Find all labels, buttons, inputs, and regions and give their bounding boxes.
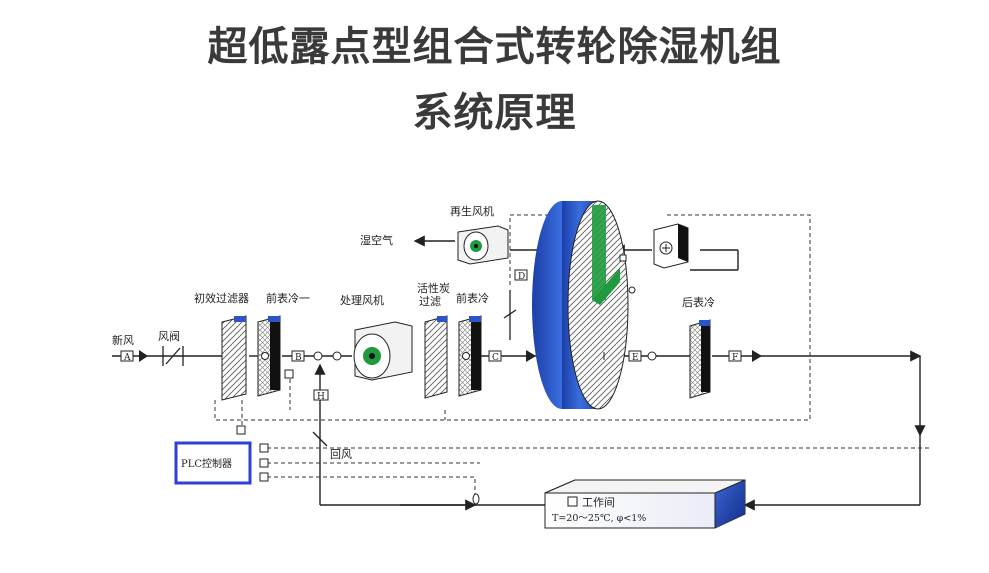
desiccant-wheel [532, 200, 629, 410]
plc-port-icon [259, 472, 269, 482]
inlet-arrow-icon [139, 350, 148, 362]
plc-label: PLC控制器 [181, 457, 232, 470]
pre-cooler-2-label: 前表冷 [456, 291, 489, 305]
carbon-filter-label: 活性炭 过滤 [417, 281, 454, 308]
svg-text:F: F [732, 353, 738, 363]
plc-port-icon [236, 425, 246, 435]
control-lines [214, 214, 930, 495]
primary-filter-icon [221, 315, 247, 401]
junction-icon [628, 286, 636, 294]
junction-icon [332, 351, 342, 361]
process-fan-label: 处理风机 [340, 293, 384, 307]
return-valve-icon [472, 493, 480, 505]
svg-text:A: A [123, 353, 131, 363]
regen-fan-label: 再生风机 [450, 204, 494, 218]
plc-controller[interactable]: PLC控制器 [174, 441, 252, 485]
svg-text:H: H [317, 392, 325, 402]
workshop-label: 工作间 [582, 496, 615, 509]
svg-text:E: E [632, 353, 639, 363]
svg-text:B: B [295, 353, 302, 363]
workshop-box: 工作间 T=20～25℃, φ<1% [544, 479, 746, 529]
primary-filter-label: 初效过滤器 [194, 291, 249, 305]
flow-arrow-icon [752, 350, 762, 362]
sensor-a: A [120, 350, 134, 363]
plc-port-icon [259, 458, 269, 468]
svg-text:D: D [518, 272, 525, 282]
process-fan-icon [353, 321, 413, 381]
junction-icon [647, 351, 657, 361]
flow-arrow-icon [526, 350, 536, 362]
sensor-b: B [291, 350, 305, 363]
wet-air-label: 湿空气 [360, 233, 393, 247]
damper-label: 风阀 [158, 329, 180, 343]
workshop-conditions: T=20～25℃, φ<1% [552, 513, 646, 524]
title-line-2: 系统原理 [412, 90, 577, 136]
svg-text:C: C [492, 353, 499, 363]
sensor-h: H [313, 389, 329, 402]
pre-cooler-2-icon [458, 315, 482, 397]
junction-icon [313, 351, 323, 361]
valve-icon [284, 369, 294, 379]
sensor-c: C [488, 350, 502, 363]
sensor-e: E [628, 350, 642, 363]
process-air-line [112, 350, 926, 511]
carbon-filter-icon [424, 315, 448, 399]
pre-cooler-1-icon [257, 315, 281, 397]
pre-cooler-1-label: 前表冷一 [266, 291, 310, 305]
regen-fan-icon [457, 225, 509, 265]
sensor-d: D [514, 269, 528, 282]
regen-heater-icon [653, 223, 689, 269]
post-cooler-label: 后表冷 [682, 295, 715, 309]
return-damper-icon [312, 431, 328, 447]
bypass-valve-icon [503, 309, 517, 319]
damper-icon[interactable] [162, 346, 184, 366]
regen-sensor-icon [619, 254, 627, 262]
sensor-f: F [728, 350, 742, 363]
fresh-air-label: 新风 [112, 333, 134, 347]
title-line-1: 超低露点型组合式转轮除湿机组 [207, 24, 782, 70]
return-air-label: 回风 [330, 448, 352, 461]
plc-port-icon [259, 443, 269, 453]
post-cooler-icon [689, 319, 711, 399]
